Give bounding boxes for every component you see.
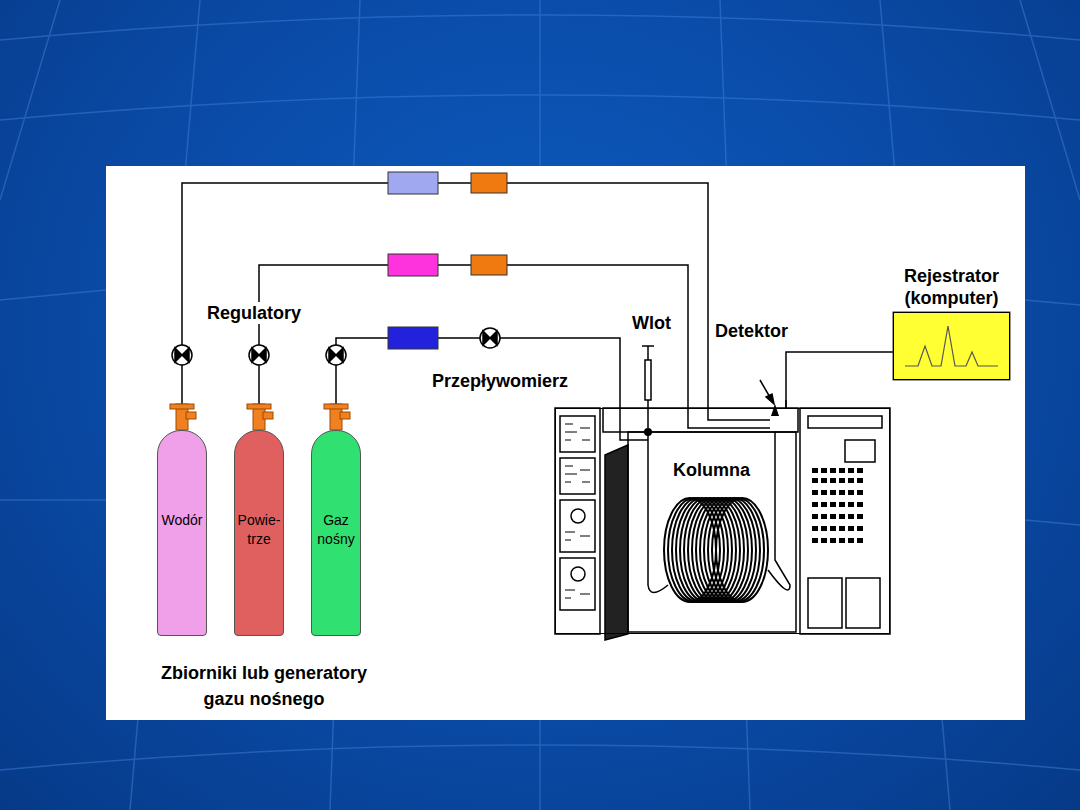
gas-cylinder: Gaz nośny: [311, 430, 361, 636]
flowmeter-label: Przepływomierz: [430, 370, 570, 392]
gas-line: [786, 352, 893, 408]
gas-line-path: [259, 265, 688, 430]
cylinder-label: Gaz nośny: [312, 511, 360, 549]
recorder-box: Rejestrator (komputer): [893, 312, 1010, 380]
detector-label: Detektor: [713, 320, 790, 342]
gas-line-path: [182, 183, 708, 430]
column-label: Kolumna: [671, 459, 752, 481]
recorder-heading: Rejestrator (komputer): [867, 265, 1037, 309]
inlet-label: Wlot: [630, 312, 673, 334]
gas-line: [259, 265, 688, 430]
tanks-caption: Zbiorniki lub generatory gazu nośnego: [136, 660, 392, 712]
gas-line: [182, 183, 708, 430]
regulators-label: Regulatory: [205, 302, 303, 324]
cylinder-label: Powie- trze: [235, 511, 283, 549]
gas-line-path: [786, 352, 893, 408]
gas-cylinder: Wodór: [157, 430, 207, 636]
cylinder-label: Wodór: [158, 511, 206, 530]
gc-instrument: Kolumna: [555, 408, 890, 634]
gas-cylinder: Powie- trze: [234, 430, 284, 636]
